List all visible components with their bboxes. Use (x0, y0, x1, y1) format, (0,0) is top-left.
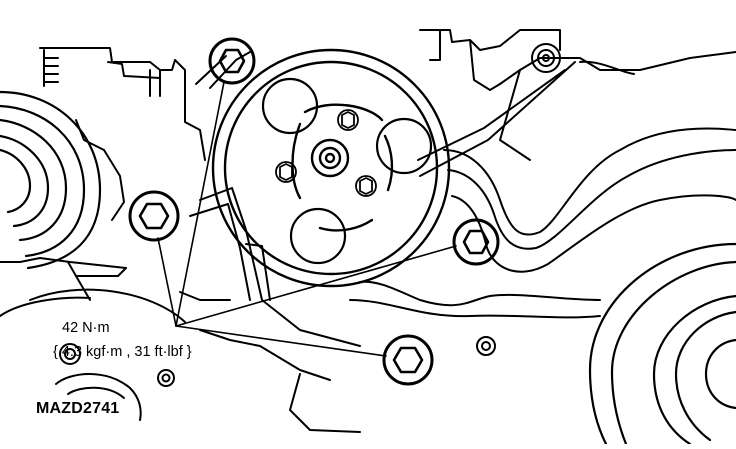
timing-housing (349, 127, 736, 319)
left-pulley (0, 90, 102, 270)
upper-idler (531, 43, 561, 73)
upper-bracket (419, 29, 736, 161)
lower-right-pulley (588, 242, 736, 446)
torque-leader-lines (157, 81, 457, 357)
hub-bolt-heads (275, 109, 377, 197)
figure-id: MAZD2741 (36, 400, 120, 417)
pulley-lobes (261, 77, 433, 265)
bolt-right (452, 218, 500, 266)
engine-block-outline (0, 47, 206, 323)
torque-value-imperial: { 4.3 kgf·m , 31 ft·lbf } (53, 344, 192, 360)
pulley-center-hub (310, 138, 350, 178)
torque-value-metric: 42 N·m (62, 320, 110, 336)
bolt-left (128, 190, 180, 242)
bolt-top (208, 37, 256, 85)
lower-left-parts (0, 296, 175, 421)
bolt-bottom (382, 334, 434, 386)
tensioner-arm (179, 187, 496, 433)
